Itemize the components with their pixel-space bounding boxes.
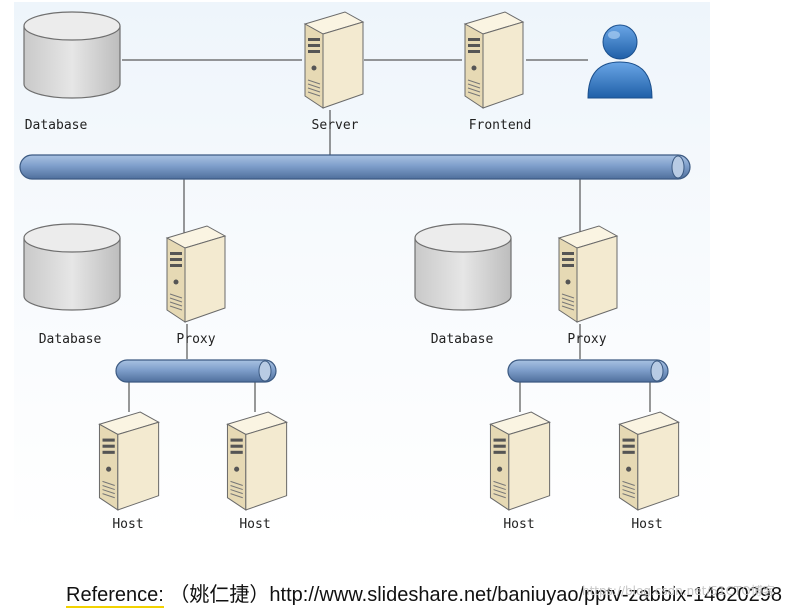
connector-lines (122, 59, 651, 412)
server-icon (304, 11, 364, 109)
diagram-canvas (19, 11, 691, 511)
frontend-server-icon (464, 11, 524, 109)
host-2-icon (226, 411, 288, 511)
database-right-label: Database (430, 332, 494, 347)
frontend-label: Frontend (468, 118, 532, 133)
watermark-text: https://blog.csdn.net/51CTO博客 (582, 584, 775, 598)
host-1-label: Host (112, 517, 144, 532)
network-diagram: Database Server Frontend Database Proxy … (14, 2, 710, 536)
database-left-icon (23, 223, 121, 311)
host-1-icon (98, 411, 160, 511)
reference-url[interactable]: http://www.slideshare.net/baniuyao/pptv-… (269, 584, 782, 606)
reference-prefix: Reference: (66, 584, 164, 608)
proxy-right-label: Proxy (567, 332, 607, 347)
database-top-icon (23, 11, 121, 99)
database-right-icon (414, 223, 512, 311)
database-top-label: Database (24, 118, 88, 133)
left-network-bus-icon (115, 359, 277, 383)
database-left-label: Database (38, 332, 102, 347)
reference-author: （姚仁捷） (169, 584, 270, 606)
main-network-bus-icon (19, 154, 691, 180)
user-icon (587, 24, 653, 99)
reference-footer: Reference: （姚仁捷）http://www.slideshare.ne… (66, 578, 782, 608)
host-4-label: Host (631, 517, 663, 532)
proxy-left-icon (166, 225, 226, 323)
host-3-label: Host (503, 517, 535, 532)
host-3-icon (489, 411, 551, 511)
host-2-label: Host (239, 517, 271, 532)
right-network-bus-icon (507, 359, 669, 383)
proxy-left-label: Proxy (176, 332, 216, 347)
host-4-icon (618, 411, 680, 511)
server-label: Server (311, 118, 359, 133)
proxy-right-icon (558, 225, 618, 323)
